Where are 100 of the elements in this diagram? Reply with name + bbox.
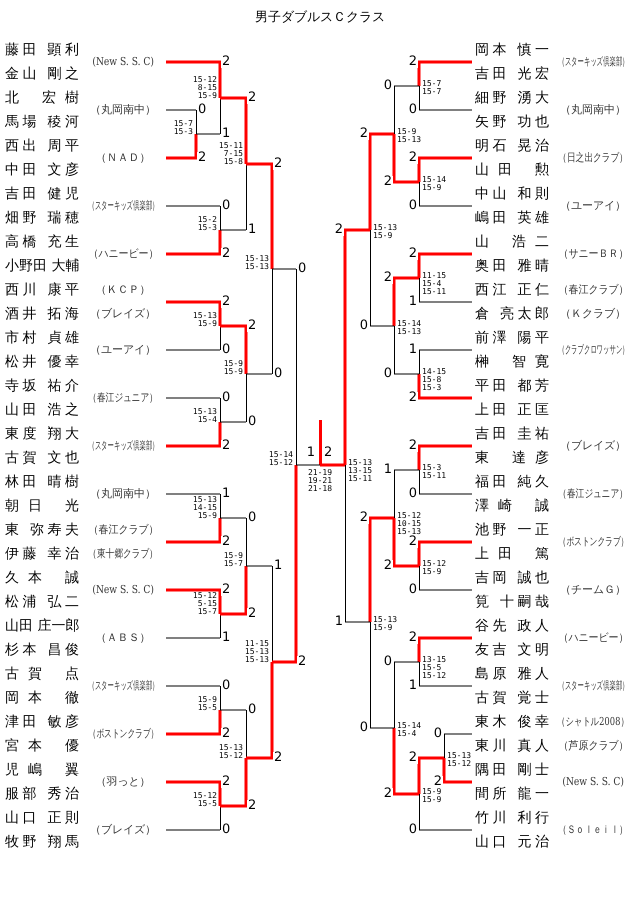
score-label: 1 bbox=[221, 632, 232, 644]
player-name: 倉 亮太郎 bbox=[475, 305, 549, 324]
score-label: 2 bbox=[382, 560, 393, 572]
player-name: 高橋 充生 bbox=[5, 233, 79, 252]
player-name: 嶋田 英雄 bbox=[475, 209, 549, 228]
score-label: 2 bbox=[247, 92, 258, 104]
game-score: 15-13 bbox=[397, 328, 422, 336]
bracket-line bbox=[220, 324, 248, 374]
player-name: 中山 和則 bbox=[475, 185, 549, 204]
player-name: 酒井 拓海 bbox=[5, 305, 79, 324]
player-name: 畑野 瑞穂 bbox=[5, 209, 79, 228]
player-name: 古賀 点 bbox=[5, 665, 79, 684]
club-name: （ブレイズ） bbox=[90, 822, 156, 838]
player-name: 吉田 圭祐 bbox=[475, 425, 549, 444]
bracket-line bbox=[368, 132, 394, 230]
bracket-line bbox=[418, 60, 472, 86]
game-score: 15-3 bbox=[172, 128, 193, 136]
club-name: （スターキッズ倶楽部） bbox=[558, 678, 628, 694]
player-name: 牧野 翔馬 bbox=[5, 833, 79, 852]
game-score: 15-9 bbox=[196, 320, 217, 328]
club-name: （ブレイズ） bbox=[90, 306, 156, 322]
game-score: 15-4 bbox=[196, 416, 217, 424]
game-score: 21-18 bbox=[306, 485, 334, 493]
score-label: 2 bbox=[221, 728, 232, 740]
player-name: 山口 元治 bbox=[475, 833, 549, 852]
bracket-line bbox=[246, 162, 274, 269]
game-score: 14-15 bbox=[422, 368, 448, 376]
game-score: 15-12 bbox=[192, 76, 217, 84]
player-name: 東木 俊幸 bbox=[475, 713, 549, 732]
score-label: 2 bbox=[432, 776, 443, 788]
score-label: 2 bbox=[408, 536, 418, 548]
player-name: 山田 勲 bbox=[475, 161, 549, 180]
player-name: 吉田 光宏 bbox=[475, 65, 549, 84]
title: 男子ダブルスＣクラス bbox=[254, 9, 386, 26]
player-name: 伊藤 幸治 bbox=[5, 545, 79, 564]
player-name: 山口 正則 bbox=[5, 809, 79, 828]
game-score: 15-13 bbox=[244, 656, 269, 664]
player-name: 福田 純久 bbox=[475, 473, 549, 492]
club-name: （丸岡南中） bbox=[560, 102, 626, 118]
player-name: 山田 浩之 bbox=[5, 401, 79, 420]
game-score: 15-2 bbox=[196, 216, 217, 224]
bracket-line bbox=[418, 756, 444, 794]
score-label: 1 bbox=[306, 447, 316, 459]
bracket-line bbox=[418, 374, 472, 400]
score-label: 2 bbox=[358, 512, 369, 524]
player-name: 谷先 政人 bbox=[475, 617, 549, 636]
club-name: （スターキッズ倶楽部） bbox=[88, 438, 158, 454]
score-label: 0 bbox=[408, 488, 418, 500]
player-name: 明石 晃治 bbox=[475, 137, 549, 156]
bracket-line bbox=[272, 465, 298, 664]
score-label: 0 bbox=[408, 104, 418, 116]
score-label: 2 bbox=[247, 608, 258, 620]
player-name: 中田 文彦 bbox=[5, 161, 79, 180]
player-name: 岡本 徹 bbox=[5, 689, 79, 708]
score-label: 2 bbox=[382, 788, 393, 800]
game-score: 15-9 bbox=[422, 796, 442, 804]
bracket-line bbox=[166, 422, 222, 448]
bracket-line bbox=[392, 518, 419, 568]
score-label: 1 bbox=[221, 488, 232, 500]
bracket-line bbox=[220, 96, 248, 164]
player-name: 宮本 優 bbox=[5, 737, 79, 756]
score-label: 0 bbox=[432, 728, 443, 740]
score-label: 0 bbox=[221, 824, 232, 836]
game-score: 15-8 bbox=[422, 376, 442, 384]
player-name: 金山 剛之 bbox=[5, 65, 79, 84]
bracket-line bbox=[166, 230, 222, 256]
game-score: 15-14 bbox=[397, 320, 422, 328]
bracket-line bbox=[392, 134, 419, 184]
score-label: 2 bbox=[273, 158, 284, 170]
game-score: 15-5 bbox=[196, 704, 217, 712]
club-name: （春江ジュニア） bbox=[88, 390, 158, 406]
club-name: （ボストンクラブ） bbox=[88, 726, 158, 742]
club-name: （丸岡南中） bbox=[90, 486, 156, 502]
bracket-line bbox=[166, 134, 198, 160]
game-score: 15-9 bbox=[196, 512, 217, 520]
club-name: （ユーアイ） bbox=[90, 342, 156, 358]
game-score: 19-21 bbox=[306, 477, 334, 485]
player-name: 児嶋 翼 bbox=[5, 761, 79, 780]
score-label: 0 bbox=[247, 416, 258, 428]
score-label: 2 bbox=[197, 152, 208, 164]
player-name: 藤田 顕利 bbox=[5, 41, 79, 60]
game-score: 15-4 bbox=[422, 280, 442, 288]
game-score: 15-13 bbox=[192, 496, 217, 504]
player-name: 榊 智寛 bbox=[475, 353, 549, 372]
score-label: 2 bbox=[247, 800, 258, 812]
game-score: 15-12 bbox=[192, 792, 217, 800]
game-score: 11-15 bbox=[244, 640, 269, 648]
game-score: 15-9 bbox=[397, 128, 418, 136]
player-name: 間所 龍一 bbox=[475, 785, 549, 804]
club-name: （サニーＢＲ） bbox=[558, 246, 628, 262]
game-score: 15-9 bbox=[373, 232, 394, 240]
player-name: 奥田 雅晴 bbox=[475, 257, 549, 276]
score-label: 0 bbox=[247, 704, 258, 716]
game-score: 15-7 bbox=[422, 88, 442, 96]
game-score: 7-15 bbox=[222, 150, 243, 158]
game-score: 15-11 bbox=[348, 475, 374, 483]
score-label: 0 bbox=[297, 263, 308, 275]
player-name: 岡本 慎一 bbox=[475, 41, 549, 60]
game-score: 15-9 bbox=[422, 184, 442, 192]
player-name: 山 浩二 bbox=[475, 233, 549, 252]
